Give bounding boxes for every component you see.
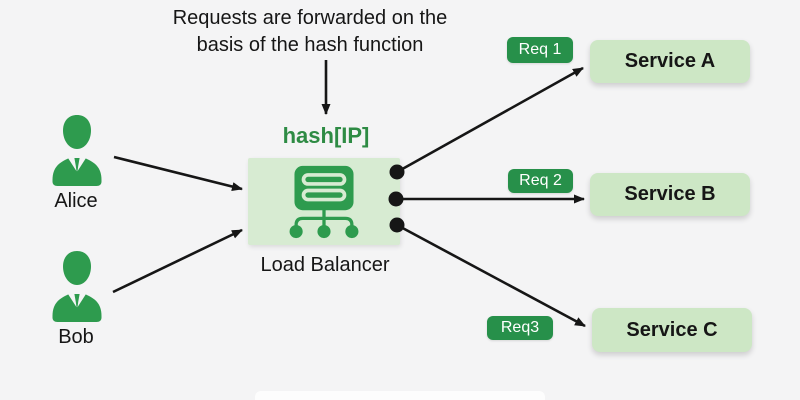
user-label-alice: Alice <box>54 190 98 212</box>
arrow-bob-to-lb <box>112 228 243 294</box>
service-box-c: Service C <box>592 308 752 352</box>
hash-function-label: hash[IP] <box>282 123 370 148</box>
diagram-title: Requests are forwarded on the basis of t… <box>124 5 496 59</box>
service-box-b: Service B <box>590 173 750 216</box>
request-badge-3: Req3 <box>487 316 553 340</box>
request-badge-1: Req 1 <box>507 37 573 63</box>
arrow-alice-to-lb <box>113 155 243 191</box>
arrow-lb-to-service-a <box>396 66 584 174</box>
load-balancer-label: Load Balancer <box>260 254 390 276</box>
diagram-title-line1: Requests are forwarded on the <box>172 7 448 29</box>
server-distribution-icon <box>289 165 359 239</box>
user-label-bob: Bob <box>58 326 94 348</box>
arrow-lb-to-service-c <box>396 223 586 328</box>
request-badge-2: Req 2 <box>508 169 573 193</box>
bottom-strip <box>255 391 545 400</box>
service-label-b: Service B <box>624 183 716 205</box>
service-label-a: Service A <box>624 50 716 72</box>
person-silhouette-icon-alice <box>52 115 102 186</box>
service-label-c: Service C <box>626 318 718 341</box>
diagram-title-line2: basis of the hash function <box>196 34 424 56</box>
service-box-a: Service A <box>590 40 750 83</box>
person-silhouette-icon-bob <box>52 251 102 322</box>
